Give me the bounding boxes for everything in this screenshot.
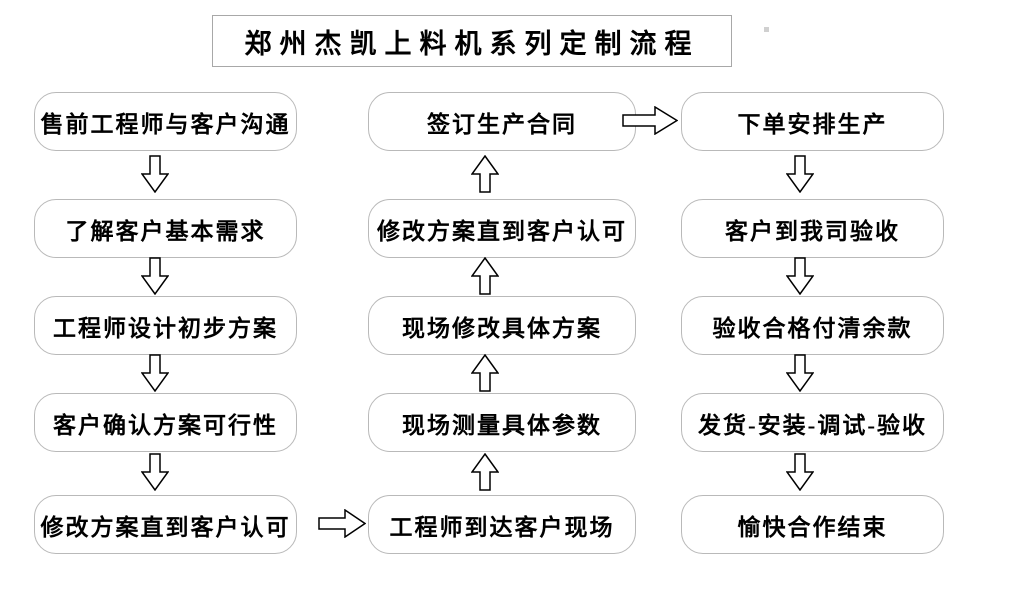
down-arrow-icon bbox=[141, 155, 169, 193]
up-arrow-icon bbox=[471, 257, 499, 295]
step-understand-needs: 了解客户基本需求 bbox=[34, 199, 297, 258]
up-arrow-icon bbox=[471, 354, 499, 392]
step-place-order-production: 下单安排生产 bbox=[681, 92, 944, 151]
step-customer-acceptance-visit: 客户到我司验收 bbox=[681, 199, 944, 258]
right-arrow-icon bbox=[622, 106, 678, 135]
down-arrow-icon bbox=[141, 354, 169, 392]
step-ship-install-debug-accept: 发货-安装-调试-验收 bbox=[681, 393, 944, 452]
down-arrow-icon bbox=[786, 354, 814, 392]
step-onsite-modify-plan: 现场修改具体方案 bbox=[368, 296, 636, 355]
down-arrow-icon bbox=[141, 257, 169, 295]
step-presales-communication: 售前工程师与客户沟通 bbox=[34, 92, 297, 151]
right-arrow-icon bbox=[318, 509, 366, 538]
up-arrow-icon bbox=[471, 155, 499, 193]
step-confirm-feasibility: 客户确认方案可行性 bbox=[34, 393, 297, 452]
diagram-title: 郑州杰凯上料机系列定制流程 bbox=[212, 15, 732, 67]
step-onsite-measure-params: 现场测量具体参数 bbox=[368, 393, 636, 452]
step-onsite-revise-until-approved: 修改方案直到客户认可 bbox=[368, 199, 636, 258]
down-arrow-icon bbox=[786, 257, 814, 295]
step-revise-until-approved: 修改方案直到客户认可 bbox=[34, 495, 297, 554]
down-arrow-icon bbox=[786, 155, 814, 193]
down-arrow-icon bbox=[141, 453, 169, 491]
step-engineer-arrive-site: 工程师到达客户现场 bbox=[368, 495, 636, 554]
up-arrow-icon bbox=[471, 453, 499, 491]
down-arrow-icon bbox=[786, 453, 814, 491]
step-happy-cooperation-end: 愉快合作结束 bbox=[681, 495, 944, 554]
stray-dot-artifact bbox=[764, 27, 769, 32]
step-sign-contract: 签订生产合同 bbox=[368, 92, 636, 151]
step-pay-balance: 验收合格付清余款 bbox=[681, 296, 944, 355]
step-initial-design: 工程师设计初步方案 bbox=[34, 296, 297, 355]
